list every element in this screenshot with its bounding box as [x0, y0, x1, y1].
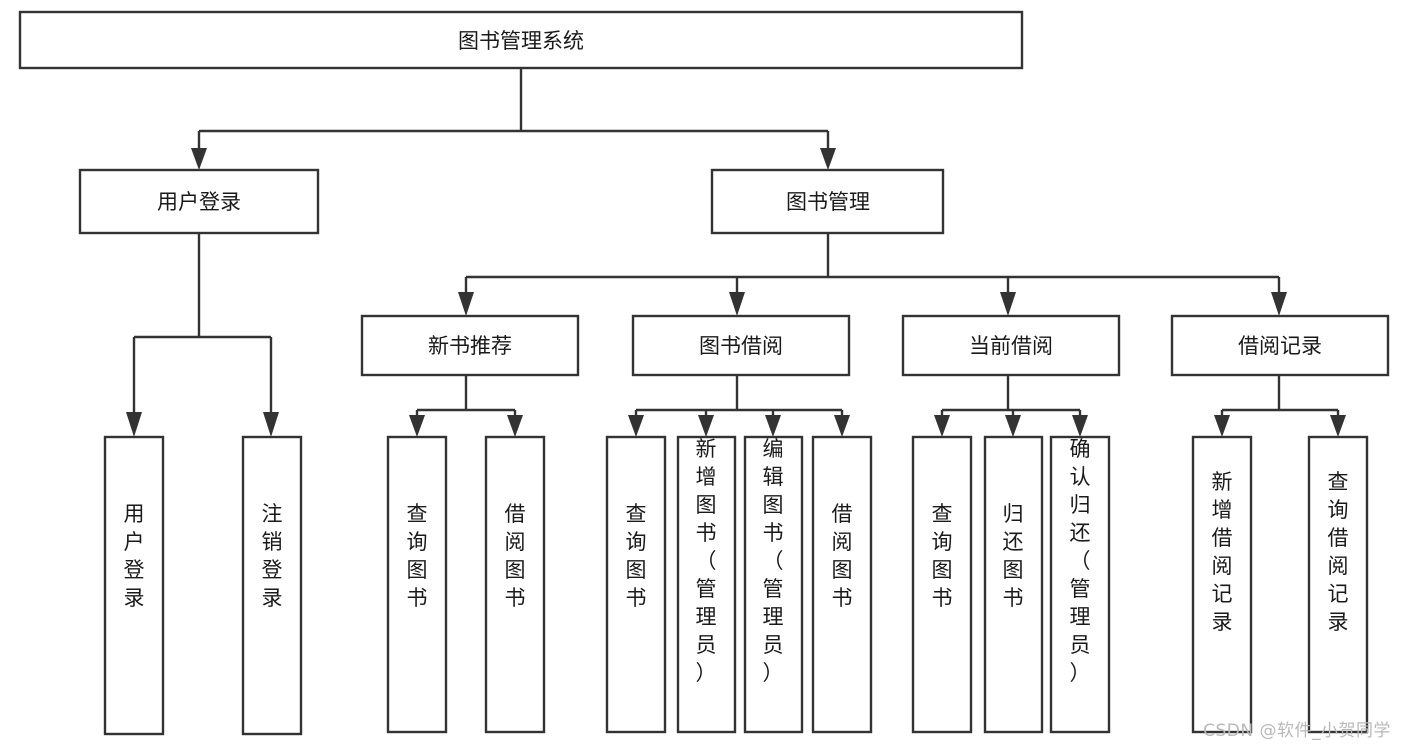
node-leaf-user-login-box[interactable]: [103, 435, 165, 736]
node-leaf-confirm-return-label: 确认归还（管理员）: [1070, 437, 1091, 685]
node-current-borrow-box[interactable]: [901, 314, 1121, 377]
node-leaf-confirm-return-box[interactable]: [1049, 435, 1111, 734]
node-leaf-query-book-3-box[interactable]: [911, 435, 973, 734]
node-leaf-borrow-book-2-box[interactable]: [811, 435, 873, 734]
node-leaf-borrow-book-2[interactable]: 借阅图书: [811, 435, 873, 734]
node-current-borrow[interactable]: 当前借阅: [901, 314, 1121, 377]
node-leaf-add-record-label: 新增借阅记录: [1212, 470, 1233, 634]
arrow-head-leaf-logout-login: [263, 412, 279, 437]
node-leaf-logout-login-box[interactable]: [241, 435, 303, 736]
node-root-label: 图书管理系统: [458, 29, 584, 53]
node-leaf-query-book-2[interactable]: 查询图书: [605, 435, 667, 734]
node-root[interactable]: 图书管理系统: [18, 10, 1024, 70]
node-leaf-add-record[interactable]: 新增借阅记录: [1191, 435, 1253, 734]
node-leaf-return-book-label: 归还图书: [1003, 502, 1024, 610]
arrow-head-new-book-recommend: [458, 292, 474, 316]
arrow-head-leaf-query-book-2: [628, 415, 644, 437]
node-leaf-query-book-1-box[interactable]: [386, 435, 448, 734]
node-book-borrow-label: 图书借阅: [699, 334, 783, 358]
node-user-login[interactable]: 用户登录: [78, 168, 320, 235]
node-borrow-record-label: 借阅记录: [1238, 334, 1322, 358]
node-leaf-query-book-1-label: 查询图书: [407, 502, 428, 610]
node-leaf-confirm-return[interactable]: 确认归还（管理员）: [1049, 435, 1111, 734]
arrow-head-leaf-return-book: [1005, 415, 1021, 437]
arrow-head-leaf-add-record: [1214, 415, 1230, 437]
csdn-watermark: CSDN @软件_小贺同学: [1203, 721, 1391, 741]
node-leaf-borrow-book-1-label: 借阅图书: [505, 502, 526, 610]
node-leaf-query-book-1[interactable]: 查询图书: [386, 435, 448, 734]
node-book-management[interactable]: 图书管理: [710, 168, 945, 235]
node-leaf-return-book[interactable]: 归还图书: [983, 435, 1044, 734]
arrow-head-leaf-confirm-return: [1072, 415, 1088, 437]
node-leaf-borrow-book-1-box[interactable]: [484, 435, 546, 734]
node-leaf-query-record[interactable]: 查询借阅记录: [1307, 435, 1369, 734]
node-leaf-query-book-2-box[interactable]: [605, 435, 667, 734]
node-root-box[interactable]: [18, 10, 1024, 70]
arrow-head-book-borrow: [729, 292, 745, 316]
node-leaf-return-book-box[interactable]: [983, 435, 1044, 734]
arrow-head-leaf-borrow-book-1: [507, 415, 523, 437]
node-new-book-recommend-label: 新书推荐: [428, 334, 512, 358]
arrow-head-leaf-query-record: [1330, 415, 1346, 437]
arrow-head-leaf-user-login: [126, 412, 142, 437]
node-leaf-query-record-label: 查询借阅记录: [1328, 470, 1349, 634]
arrow-head-borrow-record: [1271, 292, 1287, 316]
arrow-head-leaf-borrow-book-2: [834, 415, 850, 437]
node-current-borrow-label: 当前借阅: [969, 334, 1053, 358]
node-leaf-borrow-book-2-label: 借阅图书: [832, 502, 853, 610]
node-leaf-user-login[interactable]: 用户登录: [103, 435, 165, 736]
node-leaf-add-book[interactable]: 新增图书（管理员）: [676, 435, 737, 734]
node-leaf-edit-book-box[interactable]: [743, 435, 804, 734]
node-leaf-edit-book[interactable]: 编辑图书（管理员）: [743, 435, 804, 734]
connector-layer: [126, 68, 1346, 437]
node-book-borrow-box[interactable]: [631, 314, 851, 377]
arrow-head-current-borrow: [1000, 292, 1016, 316]
node-book-management-box[interactable]: [710, 168, 945, 235]
node-leaf-query-book-2-label: 查询图书: [626, 502, 647, 610]
node-borrow-record-box[interactable]: [1170, 314, 1390, 377]
node-new-book-recommend[interactable]: 新书推荐: [360, 314, 580, 377]
node-borrow-record[interactable]: 借阅记录: [1170, 314, 1390, 377]
arrow-head-leaf-edit-book: [765, 415, 781, 437]
node-leaf-query-record-box[interactable]: [1307, 435, 1369, 734]
arrow-head-book-management: [820, 148, 836, 170]
node-leaf-add-book-label: 新增图书（管理员）: [696, 437, 717, 685]
node-leaf-logout-login-label: 注销登录: [262, 502, 283, 610]
node-leaf-add-record-box[interactable]: [1191, 435, 1253, 734]
node-book-management-label: 图书管理: [786, 190, 870, 214]
node-leaf-borrow-book-1[interactable]: 借阅图书: [484, 435, 546, 734]
node-leaf-add-book-box[interactable]: [676, 435, 737, 734]
arrow-head-leaf-query-book-3: [934, 415, 950, 437]
node-new-book-recommend-box[interactable]: [360, 314, 580, 377]
node-leaf-edit-book-label: 编辑图书（管理员）: [763, 437, 784, 685]
node-leaf-user-login-label: 用户登录: [124, 502, 145, 610]
node-leaf-logout-login[interactable]: 注销登录: [241, 435, 303, 736]
arrow-head-user-login: [191, 148, 207, 170]
node-leaf-query-book-3[interactable]: 查询图书: [911, 435, 973, 734]
node-user-login-box[interactable]: [78, 168, 320, 235]
node-book-borrow[interactable]: 图书借阅: [631, 314, 851, 377]
arrow-head-leaf-add-book: [698, 415, 714, 437]
arrow-head-leaf-query-book-1: [409, 415, 425, 437]
node-user-login-label: 用户登录: [157, 190, 241, 214]
node-leaf-query-book-3-label: 查询图书: [932, 502, 953, 610]
